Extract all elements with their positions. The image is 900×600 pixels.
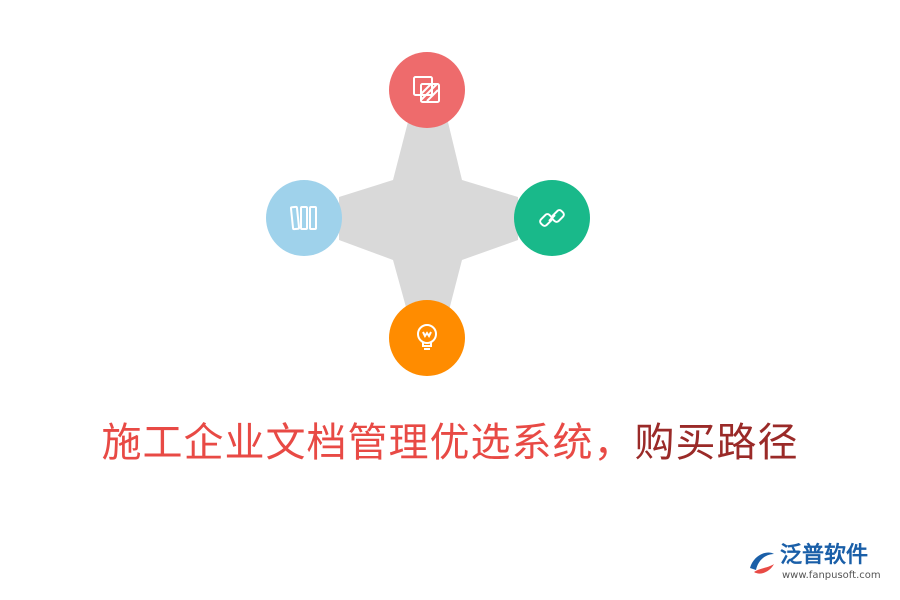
node-left <box>266 180 342 256</box>
brand-logo: 泛普软件 www.fanpusoft.com <box>746 542 886 586</box>
title-main: 施工企业文档管理优选系统， <box>101 420 635 466</box>
node-bottom <box>389 300 465 376</box>
page-title: 施工企业文档管理优选系统，购买路径 <box>0 415 900 471</box>
node-top <box>389 52 465 128</box>
connector-shape <box>339 118 518 318</box>
title-accent: 购买路径 <box>634 420 799 466</box>
logo-url: www.fanpusoft.com <box>782 570 881 581</box>
link-icon <box>539 209 565 227</box>
logo-mark-icon <box>750 552 774 574</box>
logo-name: 泛普软件 <box>780 543 869 568</box>
stacked-squares-icon <box>413 76 440 103</box>
books-icon <box>289 205 317 231</box>
node-right <box>514 180 590 256</box>
lightbulb-icon <box>417 324 437 350</box>
